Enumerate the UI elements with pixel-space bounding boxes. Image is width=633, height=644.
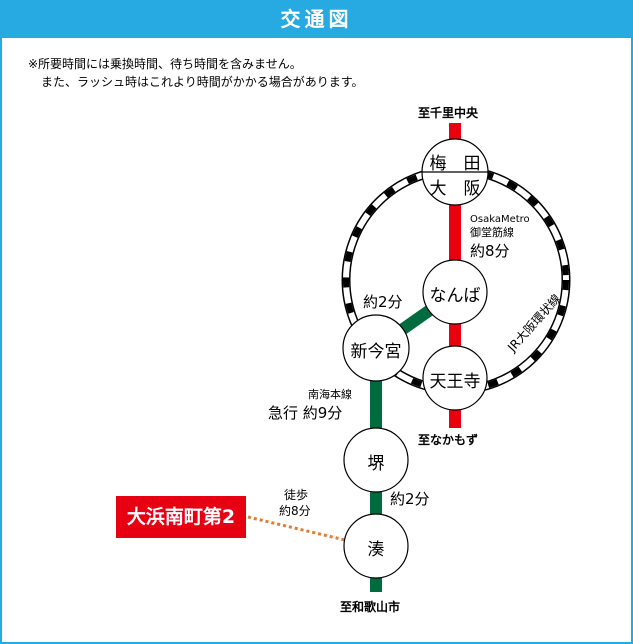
nankai-line-name: 南海本線 bbox=[308, 388, 352, 401]
transfer-time: 約2分 bbox=[363, 293, 403, 311]
station-label-tennoji: 天王寺 bbox=[429, 372, 481, 392]
station-minato[interactable] bbox=[343, 513, 409, 579]
station-label-sakai: 堺 bbox=[367, 454, 385, 474]
walk-path bbox=[247, 515, 346, 542]
note-line: また、ラッシュ時はこれより時間がかかる場合があります。 bbox=[41, 75, 364, 89]
metro-line-name: 御堂筋線 bbox=[470, 226, 514, 239]
hotel-badge: 大浜南町第2 bbox=[116, 496, 246, 538]
nankai-time: 急行 約9分 bbox=[268, 404, 343, 422]
station-label-umeda: 梅 田 bbox=[429, 154, 481, 174]
metro-time: 約8分 bbox=[470, 242, 510, 260]
station-shinimamiya[interactable] bbox=[342, 314, 410, 382]
dest-south-nankai: 至和歌山市 bbox=[340, 600, 401, 614]
station-label-namba: なんば bbox=[429, 286, 481, 306]
station-sakai[interactable] bbox=[343, 427, 409, 493]
station-namba[interactable] bbox=[422, 259, 488, 325]
jr-loop-dashes bbox=[343, 167, 569, 393]
station-tennoji[interactable] bbox=[422, 345, 488, 411]
walk-time: 約8分 bbox=[279, 504, 311, 518]
notes: ※所要時間には乗換時間、待ち時間を含みません。 また、ラッシュ時はこれより時間が… bbox=[28, 55, 364, 91]
sakai-minato-time: 約2分 bbox=[390, 490, 430, 508]
dest-south-metro: 至なかもず bbox=[418, 433, 479, 447]
dest-north: 至千里中央 bbox=[418, 106, 479, 120]
page-title: 交通図 bbox=[0, 0, 633, 38]
station-label-shinimamiya: 新今宮 bbox=[350, 342, 402, 362]
station-label-minato: 湊 bbox=[367, 540, 385, 560]
walk-label: 徒歩 bbox=[284, 488, 309, 502]
metro-operator: OsakaMetro bbox=[470, 214, 530, 225]
station-label-osaka: 大 阪 bbox=[429, 179, 481, 199]
note-line: ※所要時間には乗換時間、待ち時間を含みません。 bbox=[28, 57, 302, 71]
